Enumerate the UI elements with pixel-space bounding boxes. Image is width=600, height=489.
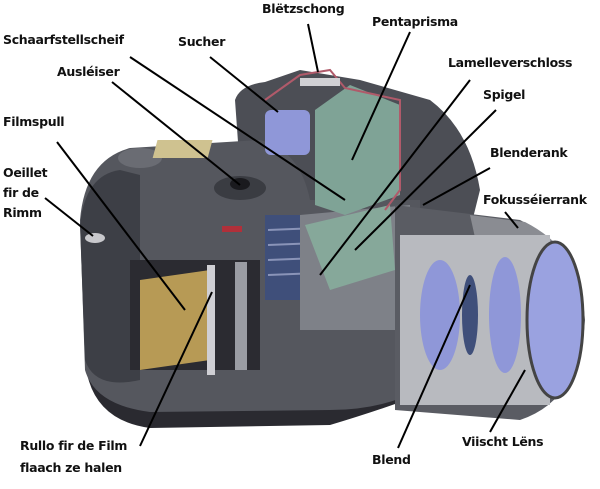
label-shutter-release: Ausléiser (57, 64, 120, 79)
pressure-roller (235, 262, 247, 370)
leader-lines (44, 23, 526, 449)
label-focus-ring: Fokusséierrank (483, 192, 587, 207)
film-spool-rod (207, 265, 215, 375)
mode-dial (118, 148, 162, 168)
cut-edge (264, 68, 401, 211)
label-strap-eyelet-line1: Oeillet (3, 165, 48, 180)
flash-shoe (300, 78, 340, 86)
label-pressure-roller-line1: Rullo fir de Film (20, 438, 128, 453)
label-focusing-screen: Schaarfstellscheif (3, 32, 124, 47)
label-viewfinder: Sucher (178, 34, 226, 49)
strap-eyelet (85, 233, 105, 243)
middle-lens-elements (489, 257, 521, 373)
label-aperture-ring: Blenderank (490, 145, 568, 160)
label-flash-shoe: Blëtzschong (262, 1, 345, 16)
label-shutter: Lamelleverschloss (448, 55, 573, 70)
camera-grip (80, 170, 140, 383)
label-pressure-roller-line2: flaach ze halen (20, 460, 122, 475)
label-film-spool: Filmspull (3, 114, 65, 129)
label-mirror: Spigel (483, 87, 526, 102)
label-strap-eyelet-line2: fir de (3, 185, 39, 200)
shutter-blade-lines (267, 227, 319, 276)
label-strap-eyelet-line3: Rimm (3, 205, 42, 220)
label-front-lens: Viischt Lëns (462, 434, 544, 449)
rear-lens-elements (420, 260, 460, 370)
indicator-light (222, 226, 242, 232)
film-roll (140, 270, 210, 370)
eyepiece-lens (265, 110, 310, 155)
label-pentaprism: Pentaprisma (372, 14, 458, 29)
front-lens-element (525, 240, 585, 400)
mirror (305, 205, 395, 290)
label-aperture: Blend (372, 452, 411, 467)
lcd-panel (152, 140, 213, 158)
